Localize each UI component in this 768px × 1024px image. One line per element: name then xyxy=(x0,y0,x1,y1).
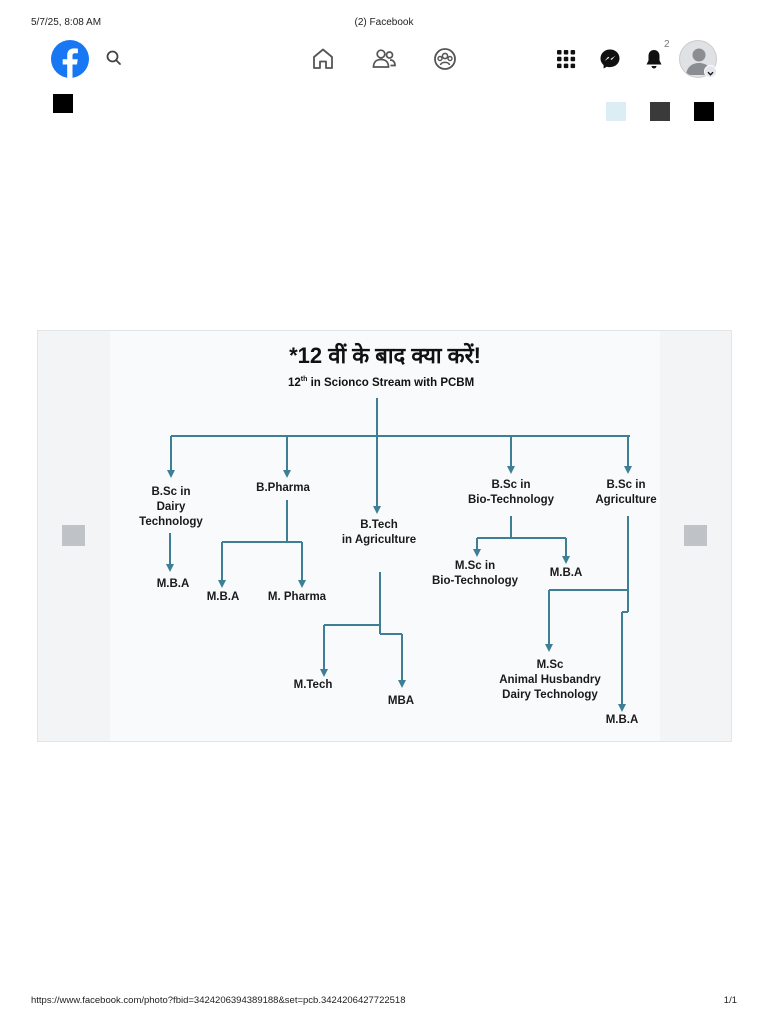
print-page-number: 1/1 xyxy=(723,995,737,1006)
node-mba-1: M.B.A xyxy=(156,578,190,590)
friends-icon[interactable] xyxy=(370,45,398,73)
groups-icon[interactable] xyxy=(431,45,459,73)
bell-icon[interactable] xyxy=(642,47,666,71)
close-photo-button[interactable] xyxy=(53,94,73,113)
node-mpharma: M. Pharma xyxy=(267,591,327,603)
photo-tool-button[interactable] xyxy=(606,102,626,121)
print-header: 5/7/25, 8:08 AM (2) Facebook xyxy=(0,16,768,32)
node-mba-5: M.B.A xyxy=(605,714,639,726)
flowchart-subtitle: 12th in Scionco Stream with PCBM xyxy=(288,376,475,389)
node-mtech: M.Tech xyxy=(293,679,333,691)
print-url: https://www.facebook.com/photo?fbid=3424… xyxy=(31,995,406,1006)
next-photo-button[interactable] xyxy=(684,525,707,546)
print-footer: https://www.facebook.com/photo?fbid=3424… xyxy=(0,994,768,1010)
photo-canvas xyxy=(110,331,660,741)
notification-count: 2 xyxy=(664,39,670,50)
node-bpharma: B.Pharma xyxy=(256,482,310,494)
node-mba-2: M.B.A xyxy=(206,591,240,603)
photo-tool-button[interactable] xyxy=(694,102,714,121)
flowchart-title: *12 वीं के बाद क्या करें! xyxy=(289,343,481,368)
post-photo xyxy=(37,330,732,742)
node-mba-4: MBA xyxy=(387,695,415,707)
home-icon[interactable] xyxy=(309,45,337,73)
facebook-logo-icon[interactable] xyxy=(51,40,89,78)
messenger-icon[interactable] xyxy=(598,47,622,71)
print-page-title: (2) Facebook xyxy=(354,17,414,28)
search-icon[interactable] xyxy=(104,48,124,68)
node-mba-3: M.B.A xyxy=(549,567,583,579)
print-timestamp: 5/7/25, 8:08 AM xyxy=(31,17,102,28)
previous-photo-button[interactable] xyxy=(62,525,85,546)
menu-grid-icon[interactable] xyxy=(554,47,578,71)
photo-tool-button[interactable] xyxy=(650,102,670,121)
chevron-down-icon[interactable] xyxy=(704,65,717,78)
